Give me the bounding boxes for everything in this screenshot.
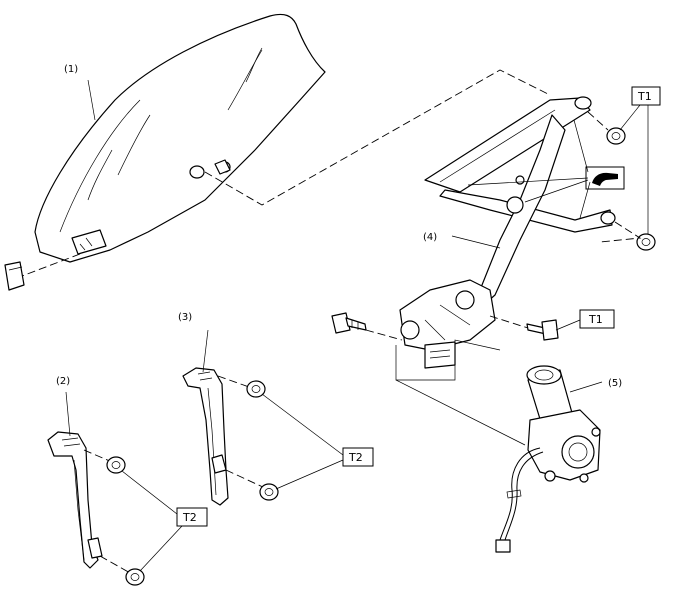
torque-box-t2-front	[342, 447, 374, 467]
torque-label-t1-top: T1	[637, 90, 652, 103]
callout-motor: (5)	[608, 378, 622, 389]
regulator-nut-side	[636, 233, 656, 251]
front-rail-nut-upper	[246, 380, 266, 398]
callout-rear-rail: (2)	[56, 376, 70, 387]
torque-box-t1-top	[631, 86, 661, 106]
rear-rail-nut-lower	[125, 568, 145, 586]
regulator-bolt-left	[331, 312, 367, 334]
regulator-nut-top	[606, 127, 626, 145]
front-rail-nut-lower	[259, 483, 279, 501]
glass-clip	[4, 261, 25, 291]
torque-label-t2-rear: T2	[182, 511, 197, 524]
callout-glass: (1)	[64, 64, 78, 75]
rear-glass-rail	[47, 431, 103, 569]
front-glass-rail	[182, 367, 229, 506]
torque-label-t2-front: T2	[348, 451, 363, 464]
regulator-motor	[495, 365, 601, 553]
torque-box-t1-bolt	[579, 309, 615, 329]
rear-rail-nut-upper	[106, 456, 126, 474]
torque-box-t2-rear	[176, 507, 208, 527]
window-regulator	[399, 96, 616, 369]
regulator-bolt-right	[526, 319, 559, 341]
callout-front-rail: (3)	[178, 312, 192, 323]
torque-label-t1-bolt: T1	[588, 313, 603, 326]
door-glass	[34, 13, 326, 263]
callout-regulator: (4)	[423, 232, 437, 243]
grease-icon	[585, 166, 625, 190]
